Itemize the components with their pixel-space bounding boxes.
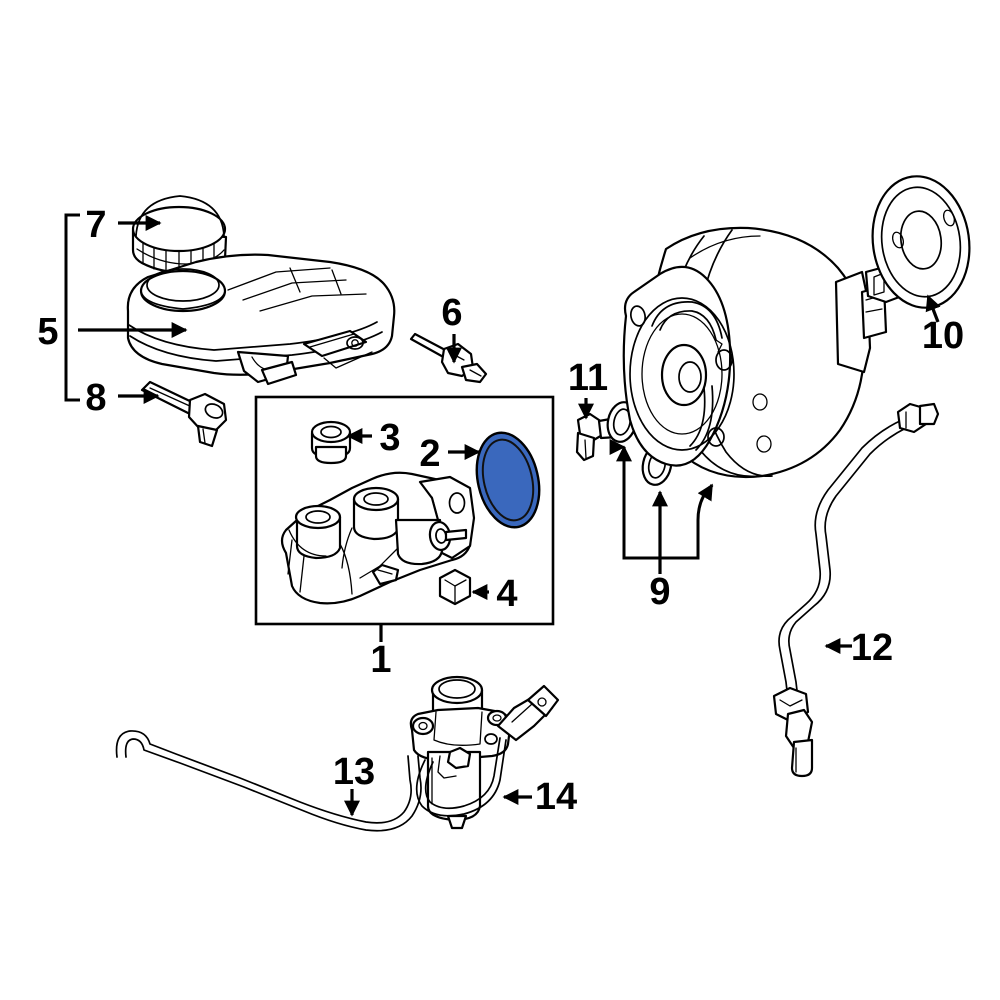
callout-label-6: 6 — [441, 292, 462, 334]
callout-label-12: 12 — [851, 627, 893, 669]
callout-label-8: 8 — [85, 377, 106, 419]
master-cylinder-group-box — [254, 395, 555, 626]
callout-label-7: 7 — [85, 204, 106, 246]
part-mounting-nut — [438, 568, 472, 606]
part-vacuum-line — [772, 402, 940, 778]
part-vacuum-pump-hose — [115, 730, 422, 832]
part-fluid-reservoir — [126, 253, 396, 386]
callout-label-2: 2 — [419, 433, 440, 475]
callout-label-14: 14 — [535, 776, 577, 818]
callout-label-3: 3 — [379, 417, 400, 459]
part-master-cylinder-body — [280, 471, 476, 605]
callout-label-13: 13 — [333, 751, 375, 793]
callout-label-10: 10 — [922, 315, 964, 357]
part-electric-vacuum-pump — [409, 675, 560, 830]
callout-label-4: 4 — [496, 573, 517, 615]
part-master-cylinder-seal-highlighted — [475, 431, 541, 529]
callout-label-9: 9 — [649, 571, 670, 613]
callout-numbers: 5 7 8 6 3 2 4 1 11 9 10 12 13 14 — [37, 204, 964, 818]
part-push-rod-pin — [409, 332, 488, 384]
callout-label-5: 5 — [37, 311, 58, 353]
callout-label-11: 11 — [568, 357, 608, 399]
part-vacuum-brake-booster — [622, 226, 920, 479]
callout-leaders — [64, 213, 941, 817]
callout-label-1: 1 — [370, 639, 391, 681]
part-reservoir-grommet — [310, 420, 352, 465]
part-level-sensor — [140, 380, 228, 448]
